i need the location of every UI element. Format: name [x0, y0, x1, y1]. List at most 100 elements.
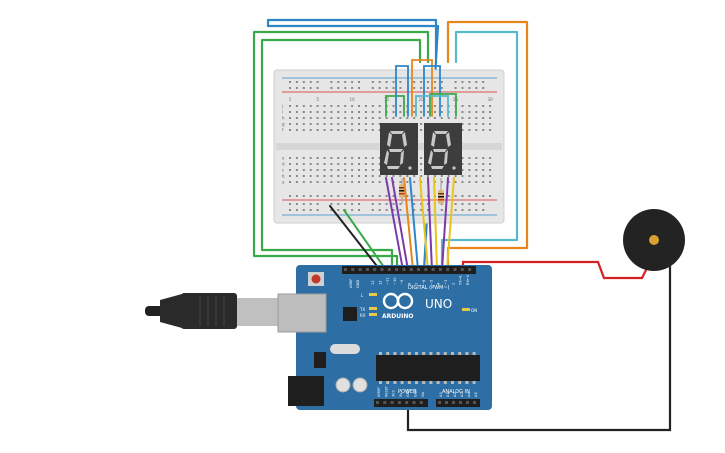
breadboard-hole[interactable]: [427, 105, 429, 107]
breadboard-hole[interactable]: [489, 117, 492, 119]
breadboard-hole[interactable]: [489, 157, 492, 159]
breadboard-hole[interactable]: [392, 81, 395, 83]
breadboard-hole[interactable]: [413, 195, 416, 197]
resistor-left[interactable]: [399, 178, 405, 204]
breadboard-hole[interactable]: [316, 169, 319, 171]
breadboard-hole[interactable]: [309, 169, 312, 171]
breadboard-hole[interactable]: [433, 175, 436, 177]
breadboard-hole[interactable]: [371, 209, 374, 211]
breadboard-hole[interactable]: [289, 123, 291, 125]
breadboard-hole[interactable]: [309, 175, 312, 177]
breadboard-hole[interactable]: [420, 209, 423, 211]
breadboard-hole[interactable]: [351, 111, 354, 113]
breadboard-hole[interactable]: [302, 87, 305, 89]
breadboard-hole[interactable]: [371, 203, 374, 205]
breadboard-hole[interactable]: [351, 117, 354, 119]
breadboard-hole[interactable]: [413, 117, 416, 119]
breadboard-hole[interactable]: [330, 169, 333, 171]
breadboard-hole[interactable]: [461, 209, 464, 211]
breadboard-hole[interactable]: [344, 195, 347, 197]
breadboard-hole[interactable]: [420, 105, 423, 107]
breadboard-hole[interactable]: [468, 87, 471, 89]
breadboard-hole[interactable]: [468, 203, 471, 205]
breadboard-hole[interactable]: [337, 123, 340, 125]
breadboard-hole[interactable]: [392, 111, 395, 113]
breadboard-hole[interactable]: [406, 175, 409, 177]
breadboard-hole[interactable]: [461, 195, 464, 197]
breadboard-hole[interactable]: [461, 111, 464, 113]
breadboard-hole[interactable]: [371, 195, 374, 197]
breadboard-hole[interactable]: [447, 117, 450, 119]
header-pin[interactable]: [424, 268, 428, 271]
breadboard-hole[interactable]: [454, 195, 457, 197]
breadboard-hole[interactable]: [302, 157, 305, 159]
breadboard-hole[interactable]: [289, 169, 291, 171]
breadboard-hole[interactable]: [302, 209, 305, 211]
breadboard-hole[interactable]: [378, 181, 381, 183]
breadboard-hole[interactable]: [482, 123, 485, 125]
header-pin[interactable]: [431, 268, 435, 271]
header-pin[interactable]: [402, 268, 406, 271]
breadboard-hole[interactable]: [475, 87, 478, 89]
breadboard-hole[interactable]: [489, 181, 492, 183]
breadboard-hole[interactable]: [406, 195, 409, 197]
header-pin[interactable]: [405, 401, 409, 404]
breadboard-hole[interactable]: [302, 129, 305, 131]
header-pin[interactable]: [445, 401, 448, 404]
header-pin[interactable]: [344, 268, 347, 271]
breadboard-hole[interactable]: [489, 123, 492, 125]
breadboard-hole[interactable]: [323, 157, 326, 159]
breadboard-hole[interactable]: [351, 163, 354, 165]
header-pin[interactable]: [460, 268, 464, 271]
breadboard-hole[interactable]: [344, 163, 347, 165]
breadboard-hole[interactable]: [433, 81, 436, 83]
breadboard-hole[interactable]: [364, 195, 367, 197]
breadboard-hole[interactable]: [371, 81, 374, 83]
breadboard-hole[interactable]: [344, 111, 347, 113]
breadboard-hole[interactable]: [337, 129, 340, 131]
breadboard-hole[interactable]: [351, 175, 354, 177]
breadboard-hole[interactable]: [295, 117, 298, 119]
header-pin[interactable]: [459, 401, 462, 404]
breadboard-hole[interactable]: [289, 181, 291, 183]
breadboard-hole[interactable]: [330, 87, 333, 89]
breadboard-hole[interactable]: [482, 111, 485, 113]
breadboard-hole[interactable]: [440, 117, 443, 119]
breadboard-hole[interactable]: [454, 81, 457, 83]
breadboard-hole[interactable]: [406, 181, 409, 183]
breadboard-hole[interactable]: [420, 111, 423, 113]
breadboard-hole[interactable]: [323, 169, 326, 171]
breadboard-hole[interactable]: [482, 195, 485, 197]
breadboard-hole[interactable]: [289, 175, 291, 177]
breadboard-hole[interactable]: [302, 181, 305, 183]
breadboard-hole[interactable]: [433, 117, 436, 119]
breadboard-hole[interactable]: [316, 157, 319, 159]
breadboard-hole[interactable]: [309, 123, 312, 125]
breadboard-hole[interactable]: [302, 169, 305, 171]
breadboard-hole[interactable]: [454, 209, 457, 211]
breadboard-hole[interactable]: [295, 203, 298, 205]
breadboard-hole[interactable]: [302, 81, 305, 83]
breadboard-hole[interactable]: [289, 129, 291, 131]
breadboard-hole[interactable]: [475, 81, 478, 83]
breadboard-hole[interactable]: [358, 157, 360, 159]
breadboard-hole[interactable]: [433, 111, 436, 113]
breadboard-hole[interactable]: [358, 169, 360, 171]
breadboard-hole[interactable]: [482, 157, 485, 159]
breadboard-hole[interactable]: [323, 111, 326, 113]
breadboard-hole[interactable]: [461, 157, 464, 159]
breadboard-hole[interactable]: [330, 203, 333, 205]
breadboard-hole[interactable]: [420, 163, 423, 165]
breadboard-hole[interactable]: [289, 203, 291, 205]
breadboard-hole[interactable]: [413, 111, 416, 113]
wire-green-inner[interactable]: [260, 38, 422, 272]
breadboard-hole[interactable]: [371, 105, 374, 107]
breadboard-hole[interactable]: [399, 117, 402, 119]
breadboard-hole[interactable]: [309, 87, 312, 89]
breadboard-hole[interactable]: [482, 169, 485, 171]
header-pin[interactable]: [446, 268, 450, 271]
breadboard-hole[interactable]: [337, 105, 340, 107]
breadboard-hole[interactable]: [468, 123, 471, 125]
breadboard-hole[interactable]: [427, 175, 429, 177]
breadboard-hole[interactable]: [420, 117, 423, 119]
